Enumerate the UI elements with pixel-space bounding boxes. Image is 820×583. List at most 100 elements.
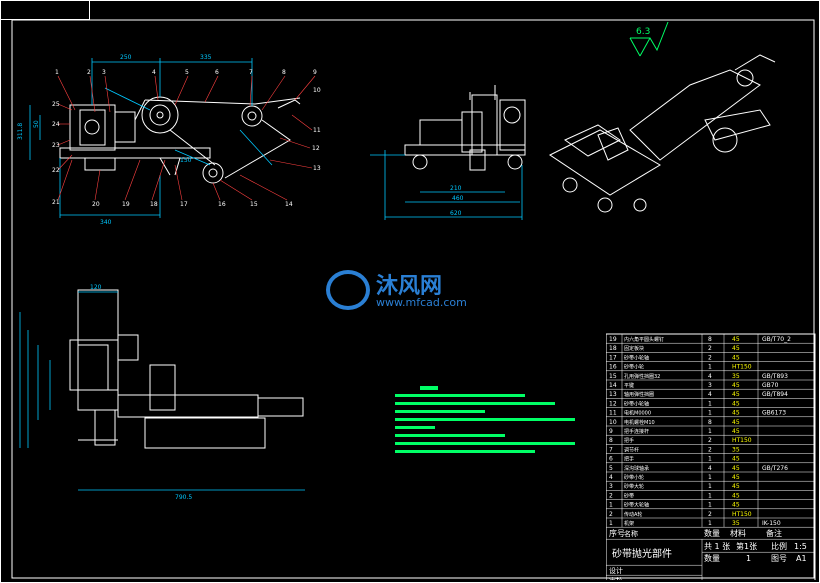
- bom-name: 调节杆: [624, 446, 639, 453]
- drawing-title: 砂带抛光部件: [612, 547, 672, 560]
- part-no-13: 13: [313, 165, 321, 172]
- part-no-15: 15: [250, 201, 258, 208]
- bom-no: 5: [609, 465, 613, 472]
- bom-qty: 4: [708, 465, 712, 472]
- bom-header-name: 名称: [624, 529, 638, 538]
- part-no-6: 6: [215, 69, 219, 76]
- bom-material: 45: [732, 345, 740, 352]
- bom-qty: 3: [708, 382, 712, 389]
- bom-name: 传动A轮: [624, 511, 642, 518]
- top-frame-left: [77, 289, 119, 411]
- bom-name: 把手连接杆: [624, 428, 649, 435]
- bom-material: 35: [732, 520, 740, 527]
- bom-name: 把手: [624, 437, 634, 444]
- bom-no: 1: [609, 502, 613, 509]
- bom-qty: 2: [708, 437, 712, 444]
- bom-qty: 2: [708, 511, 712, 518]
- scale-value: 1:5: [794, 542, 807, 551]
- bom-name: 固定板块: [624, 345, 644, 352]
- dim-150: 150: [180, 157, 192, 164]
- isometric-view: [549, 54, 776, 213]
- bom-standard: GB/T894: [762, 391, 788, 398]
- bom-standard: GB/T70_2: [762, 336, 791, 343]
- dim-460: 460: [452, 195, 464, 202]
- part-no-10: 10: [313, 87, 321, 94]
- bom-no: 11: [609, 410, 617, 417]
- bom-qty: 1: [708, 474, 712, 481]
- part-no-2: 2: [87, 69, 91, 76]
- dim-790-5: 790.5: [175, 494, 192, 501]
- design-label: 设计: [609, 566, 623, 575]
- bom-standard: GB/T893: [762, 373, 788, 380]
- part-no-12: 12: [312, 145, 320, 152]
- bom-no: 2: [609, 511, 613, 518]
- side-view-dims: [370, 150, 523, 220]
- bom-header-material: 材料: [730, 528, 746, 538]
- upper-small-pulley: [241, 105, 263, 127]
- part-no-9: 9: [313, 69, 317, 76]
- bom-standard: IK-150: [762, 520, 781, 527]
- inner-border: [11, 19, 815, 579]
- dim-620: 620: [450, 210, 462, 217]
- part-no-19: 19: [122, 201, 130, 208]
- front-view-dims: [29, 58, 273, 218]
- bom-no: 19: [609, 336, 617, 343]
- bom-material: 45: [732, 483, 740, 490]
- bom-qty: 1: [708, 520, 712, 527]
- bom-qty: 2: [708, 345, 712, 352]
- drawing-no-label: 图号: [771, 554, 787, 563]
- watermark-url: www.mfcad.com: [376, 296, 467, 309]
- iso-base: [549, 129, 661, 196]
- part-no-3: 3: [102, 69, 106, 76]
- bom-no: 3: [609, 483, 613, 490]
- bom-name: 内六角平圆头螺钉: [624, 336, 664, 343]
- bom-header-qty: 数量: [704, 528, 720, 538]
- bom-name: 深沟球轴承: [624, 465, 649, 472]
- watermark: 沐风网 www.mfcad.com: [326, 268, 496, 314]
- part-no-16: 16: [218, 201, 226, 208]
- bom-no: 6: [609, 456, 613, 463]
- part-no-20: 20: [92, 201, 100, 208]
- bom-no: 7: [609, 446, 613, 453]
- large-pulley: [141, 96, 179, 134]
- part-no-17: 17: [180, 201, 188, 208]
- bom-name: 平键: [624, 382, 634, 389]
- scale-label: 比例: [771, 541, 787, 551]
- bom-no: 15: [609, 373, 617, 380]
- bom-name: 把手: [624, 456, 634, 463]
- dim-335: 335: [200, 54, 212, 61]
- bom-material: 45: [732, 354, 740, 361]
- bom-material: HT150: [732, 364, 752, 371]
- bom-material: 45: [732, 465, 740, 472]
- bom-material: 45: [732, 400, 740, 407]
- bom-name: 砂带小轮轴: [624, 400, 649, 407]
- bom-qty: 2: [708, 354, 712, 361]
- bom-name: 机架: [624, 520, 634, 527]
- bom-material: HT150: [732, 437, 752, 444]
- part-no-18: 18: [150, 201, 158, 208]
- side-motor: [419, 119, 463, 146]
- part-no-7: 7: [249, 69, 253, 76]
- bom-material: 45: [732, 492, 740, 499]
- bom-material: HT150: [732, 511, 752, 518]
- bom-qty: 1: [708, 483, 712, 490]
- qty-value: 1: [746, 554, 751, 563]
- bom-qty: 1: [708, 492, 712, 499]
- part-no-22: 22: [52, 167, 60, 174]
- bom-name: 砂带小轮: [624, 364, 644, 371]
- bom-no: 16: [609, 364, 617, 371]
- technical-notes: [395, 386, 575, 453]
- bom-qty: 1: [708, 400, 712, 407]
- bom-qty: 1: [708, 410, 712, 417]
- bom-no: 8: [609, 437, 613, 444]
- part-number-labels: 1 2 3 4 5 6 7 8 9 10 11 12 13 14 15 16 1…: [52, 69, 321, 208]
- watermark-main-text: 沐风网: [376, 274, 443, 299]
- part-no-25: 25: [52, 101, 60, 108]
- part-leaders: [57, 75, 316, 201]
- base-plate: [59, 147, 211, 159]
- bom-qty: 1: [708, 502, 712, 509]
- bom-standard: GB6173: [762, 410, 786, 417]
- bom-material: 45: [732, 336, 740, 343]
